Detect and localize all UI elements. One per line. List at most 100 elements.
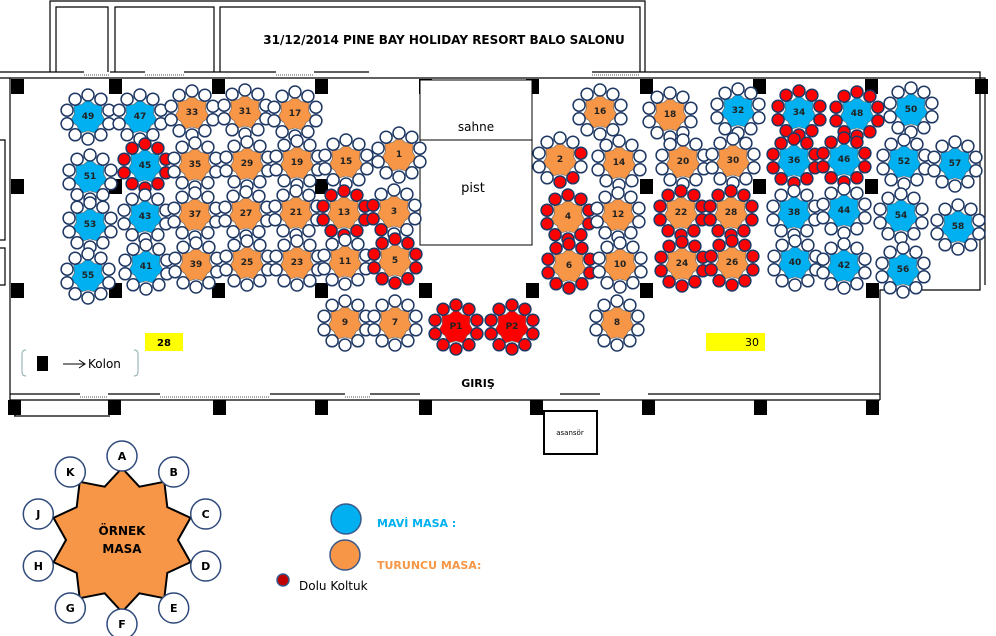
- table-53[interactable]: 53: [62, 196, 118, 254]
- seat-empty[interactable]: [907, 191, 921, 205]
- seat-empty[interactable]: [252, 189, 266, 203]
- seat-empty[interactable]: [325, 273, 339, 287]
- seat-empty[interactable]: [408, 198, 422, 212]
- seat-empty[interactable]: [592, 265, 606, 279]
- seat-empty[interactable]: [894, 187, 908, 201]
- seat-empty[interactable]: [146, 128, 160, 142]
- seat-empty[interactable]: [62, 177, 76, 191]
- seat-occupied[interactable]: [653, 213, 667, 227]
- seat-empty[interactable]: [387, 183, 401, 197]
- seat-occupied[interactable]: [449, 298, 463, 312]
- seat-empty[interactable]: [268, 199, 282, 213]
- seat-empty[interactable]: [413, 155, 427, 169]
- table-12[interactable]: 12: [590, 186, 646, 244]
- seat-empty[interactable]: [935, 175, 949, 189]
- table-46[interactable]: 46: [816, 131, 872, 189]
- seat-empty[interactable]: [198, 124, 212, 138]
- seat-empty[interactable]: [572, 112, 586, 126]
- seat-empty[interactable]: [744, 86, 758, 100]
- seat-occupied[interactable]: [324, 188, 338, 202]
- seat-empty[interactable]: [164, 99, 178, 113]
- seat-empty[interactable]: [837, 237, 851, 251]
- table-25[interactable]: 25: [219, 234, 275, 292]
- seat-empty[interactable]: [614, 98, 628, 112]
- seat-empty[interactable]: [948, 135, 962, 149]
- seat-empty[interactable]: [83, 148, 97, 162]
- seat-empty[interactable]: [104, 225, 118, 239]
- seat-empty[interactable]: [139, 238, 153, 252]
- seat-empty[interactable]: [634, 251, 648, 265]
- seat-empty[interactable]: [663, 173, 677, 187]
- seat-empty[interactable]: [112, 117, 126, 131]
- seat-empty[interactable]: [623, 298, 637, 312]
- seat-empty[interactable]: [175, 176, 189, 190]
- seat-occupied[interactable]: [350, 188, 364, 202]
- seat-empty[interactable]: [625, 174, 639, 188]
- seat-empty[interactable]: [225, 87, 239, 101]
- seat-occupied[interactable]: [492, 302, 506, 316]
- seat-empty[interactable]: [318, 148, 332, 162]
- seat-occupied[interactable]: [653, 199, 667, 213]
- table-24[interactable]: 24: [654, 235, 710, 293]
- seat-empty[interactable]: [102, 276, 116, 290]
- seat-empty[interactable]: [325, 334, 339, 348]
- seat-empty[interactable]: [240, 135, 254, 149]
- seat-occupied[interactable]: [374, 223, 388, 237]
- seat-empty[interactable]: [277, 138, 291, 152]
- seat-empty[interactable]: [60, 117, 74, 131]
- seat-empty[interactable]: [650, 126, 664, 140]
- seat-occupied[interactable]: [566, 171, 580, 185]
- seat-empty[interactable]: [201, 140, 215, 154]
- seat-occupied[interactable]: [138, 137, 152, 151]
- seat-empty[interactable]: [816, 211, 830, 225]
- seat-empty[interactable]: [81, 291, 95, 305]
- seat-empty[interactable]: [613, 280, 627, 294]
- seat-empty[interactable]: [599, 174, 613, 188]
- seat-empty[interactable]: [553, 131, 567, 145]
- seat-empty[interactable]: [81, 88, 95, 102]
- seat-empty[interactable]: [597, 334, 611, 348]
- seat-empty[interactable]: [824, 241, 838, 255]
- seat-empty[interactable]: [824, 222, 838, 236]
- seat-empty[interactable]: [718, 86, 732, 100]
- seat-empty[interactable]: [120, 92, 134, 106]
- seat-empty[interactable]: [275, 89, 289, 103]
- table-29[interactable]: 29: [219, 135, 275, 193]
- seat-empty[interactable]: [317, 262, 331, 276]
- seat-occupied[interactable]: [824, 171, 838, 185]
- seat-empty[interactable]: [915, 216, 929, 230]
- seat-empty[interactable]: [624, 226, 638, 240]
- seat-empty[interactable]: [168, 265, 182, 279]
- seat-empty[interactable]: [152, 278, 166, 292]
- table-9[interactable]: 9: [317, 294, 373, 352]
- seat-occupied[interactable]: [462, 302, 476, 316]
- seat-empty[interactable]: [253, 238, 267, 252]
- seat-empty[interactable]: [961, 175, 975, 189]
- seat-empty[interactable]: [338, 294, 352, 308]
- seat-empty[interactable]: [219, 263, 233, 277]
- seat-empty[interactable]: [188, 186, 202, 200]
- seat-empty[interactable]: [251, 123, 265, 137]
- seat-empty[interactable]: [198, 88, 212, 102]
- seat-empty[interactable]: [375, 334, 389, 348]
- seat-occupied[interactable]: [771, 99, 785, 113]
- seat-empty[interactable]: [540, 135, 554, 149]
- seat-occupied[interactable]: [484, 327, 498, 341]
- table-P2[interactable]: P2: [484, 298, 540, 356]
- seat-empty[interactable]: [611, 186, 625, 200]
- seat-occupied[interactable]: [401, 272, 415, 286]
- seat-empty[interactable]: [689, 137, 703, 151]
- seat-empty[interactable]: [268, 213, 282, 227]
- seat-occupied[interactable]: [745, 213, 759, 227]
- seat-occupied[interactable]: [366, 198, 380, 212]
- seat-empty[interactable]: [600, 240, 614, 254]
- seat-empty[interactable]: [532, 160, 546, 174]
- seat-empty[interactable]: [883, 96, 897, 110]
- seat-occupied[interactable]: [117, 152, 131, 166]
- seat-empty[interactable]: [747, 147, 761, 161]
- seat-empty[interactable]: [269, 249, 283, 263]
- seat-empty[interactable]: [360, 162, 374, 176]
- seat-occupied[interactable]: [462, 338, 476, 352]
- seat-empty[interactable]: [927, 164, 941, 178]
- seat-empty[interactable]: [801, 238, 815, 252]
